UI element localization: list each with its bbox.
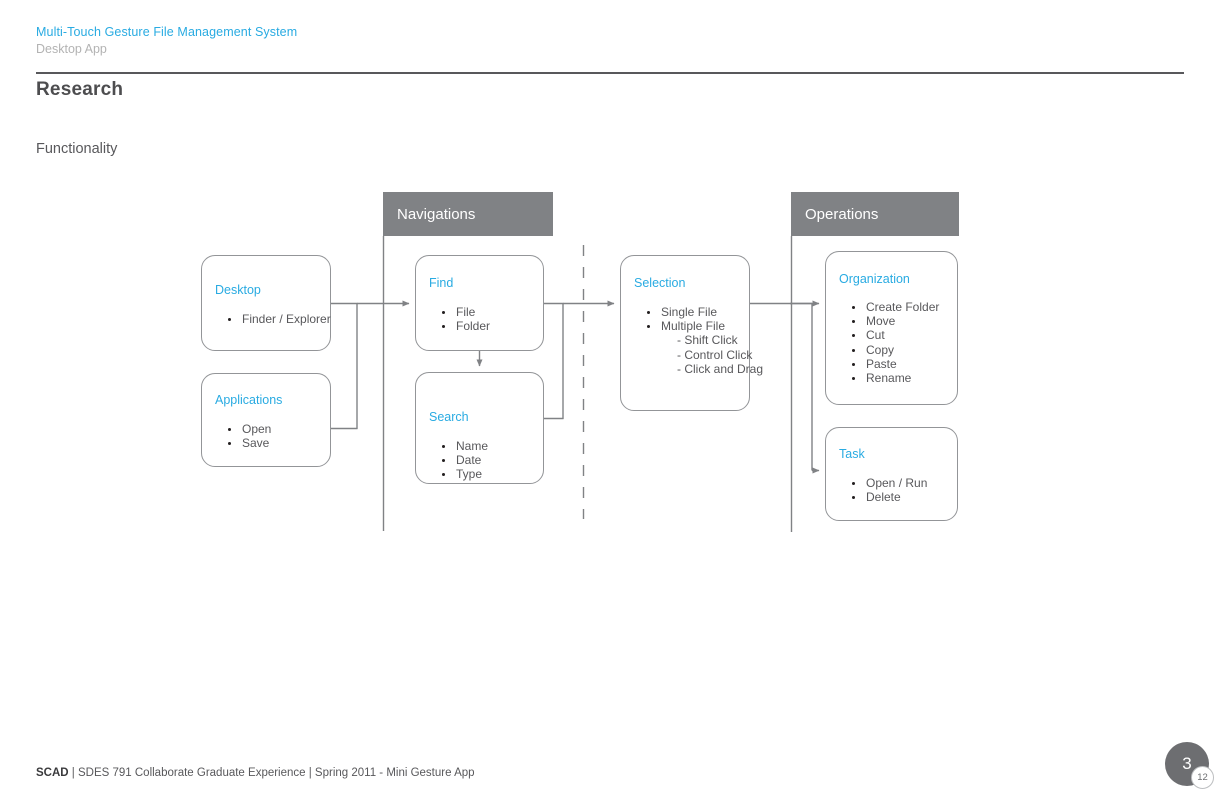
list-item: Name — [429, 439, 488, 453]
node-item-list: Create Folder Move Cut Copy Paste Rename — [839, 300, 939, 385]
footer-credit-text: | SDES 791 Collaborate Graduate Experien… — [68, 767, 475, 779]
list-item: Cut — [839, 328, 939, 342]
group-header-navigations: Navigations — [383, 192, 553, 236]
node-selection[interactable]: Selection Single File Multiple File - Sh… — [620, 255, 763, 411]
list-item: Type — [429, 467, 488, 481]
list-item: Single File — [634, 305, 763, 319]
node-applications[interactable]: Applications Open Save — [201, 373, 331, 467]
node-desktop[interactable]: Desktop Finder / Explorer — [201, 255, 331, 351]
subsection-title: Functionality — [36, 141, 118, 157]
node-item-list: Open Save — [215, 422, 271, 450]
node-item-list: File Folder — [429, 305, 490, 333]
list-item: Save — [215, 436, 271, 450]
list-item: Delete — [839, 490, 927, 504]
group-header-operations: Operations — [791, 192, 959, 236]
node-title: Organization — [839, 272, 910, 286]
node-item-list: Single File Multiple File - Shift Click … — [634, 305, 763, 376]
list-subitem: - Click and Drag — [677, 361, 764, 376]
node-title: Find — [429, 276, 454, 290]
node-item-list: Open / Run Delete — [839, 476, 927, 504]
node-title: Desktop — [215, 283, 261, 297]
page-total: 12 — [1191, 766, 1214, 789]
node-task[interactable]: Task Open / Run Delete — [825, 427, 958, 521]
list-item: Multiple File — [634, 319, 763, 333]
node-title: Applications — [215, 393, 283, 407]
node-search[interactable]: Search Name Date Type — [415, 372, 544, 484]
list-item: Move — [839, 314, 939, 328]
list-item: Folder — [429, 319, 490, 333]
list-subitem: - Control Click — [677, 347, 753, 362]
list-item: Open — [215, 422, 271, 436]
list-item: File — [429, 305, 490, 319]
page-number-badge: 3 12 — [1165, 742, 1214, 789]
node-title: Task — [839, 447, 865, 461]
deck-title: Multi-Touch Gesture File Management Syst… — [36, 25, 298, 39]
footer-credit: SCAD | SDES 791 Collaborate Graduate Exp… — [36, 767, 475, 779]
list-item: Date — [429, 453, 488, 467]
node-title: Selection — [634, 276, 686, 290]
node-title: Search — [429, 410, 469, 424]
list-item: Copy — [839, 343, 939, 357]
node-find[interactable]: Find File Folder — [415, 255, 544, 351]
list-item: Paste — [839, 357, 939, 371]
list-item: Open / Run — [839, 476, 927, 490]
slide-header: Multi-Touch Gesture File Management Syst… — [36, 24, 1184, 57]
node-organization[interactable]: Organization Create Folder Move Cut Copy… — [825, 251, 958, 405]
list-item: Create Folder — [839, 300, 939, 314]
node-item-list: Finder / Explorer — [215, 312, 331, 326]
list-subitem: - Shift Click — [677, 333, 738, 348]
header-divider — [36, 72, 1184, 74]
list-item: Rename — [839, 371, 939, 385]
page-title: Research — [36, 79, 124, 100]
footer-brand: SCAD — [36, 767, 69, 779]
deck-subtitle: Desktop App — [36, 42, 107, 56]
list-item: Finder / Explorer — [215, 312, 331, 326]
node-item-list: Name Date Type — [429, 439, 488, 482]
